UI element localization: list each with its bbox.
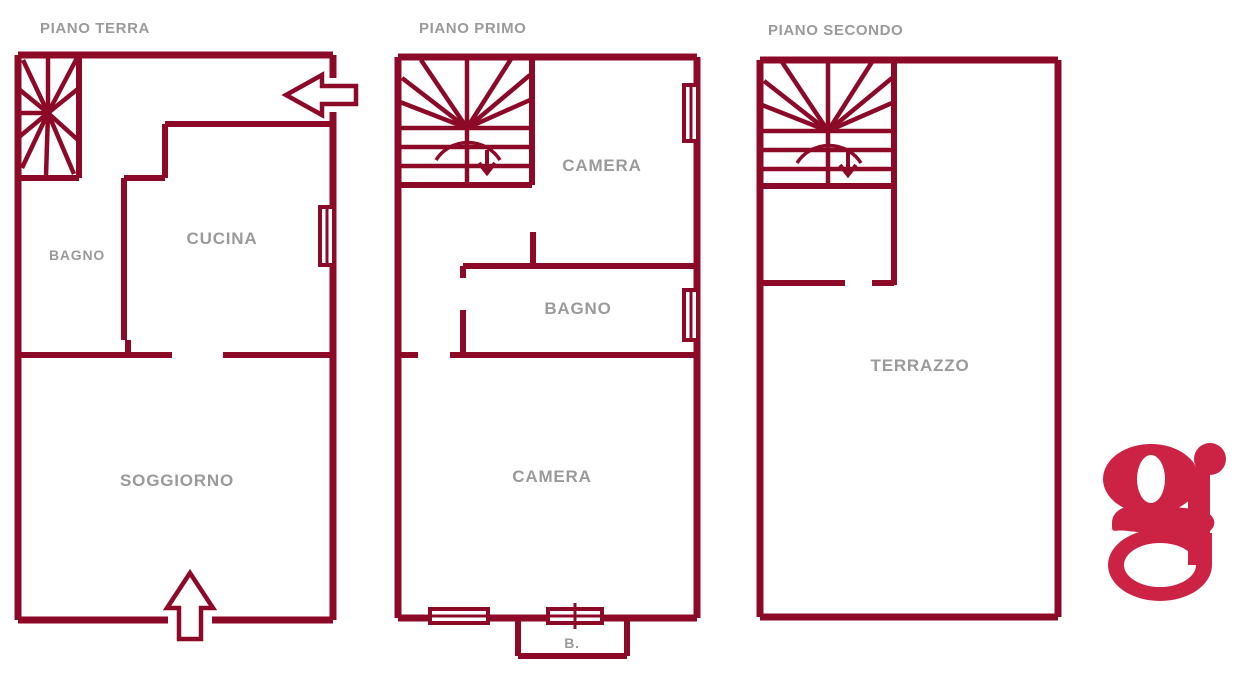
plan-piano-secondo [756, 56, 1062, 621]
floor-title-piano-secondo: PIANO SECONDO [768, 22, 904, 39]
staircase-secondo [760, 60, 897, 285]
window-primo-bagno [682, 288, 700, 342]
entrance-arrow-up-terra [162, 568, 218, 642]
balcony-primo [515, 618, 630, 659]
room-label-primo-balcone: B. [564, 635, 580, 651]
room-label-primo-bagno: BAGNO [544, 299, 612, 318]
interior-walls-primo [398, 232, 697, 358]
access-arrow-left-terra [281, 71, 359, 119]
floor-title-piano-terra: PIANO TERRA [40, 20, 150, 37]
window-primo-bottom-left [428, 607, 490, 625]
staircase-primo [398, 57, 535, 188]
floor-title-piano-primo: PIANO PRIMO [419, 20, 527, 37]
brand-logo-g-icon [1103, 443, 1226, 601]
room-label-primo-camera-bottom: CAMERA [512, 467, 592, 486]
room-label-terra-cucina: CUCINA [186, 229, 258, 248]
interior-walls-terra [18, 121, 333, 358]
window-primo-balcony-door [546, 603, 604, 629]
exterior-walls-terra [14, 51, 337, 624]
room-label-secondo-terrazzo: TERRAZZO [870, 356, 970, 375]
plan-piano-primo [394, 53, 701, 659]
room-label-primo-camera-top: CAMERA [562, 156, 642, 175]
spiral-staircase-terra [17, 55, 82, 181]
room-label-terra-bagno: BAGNO [48, 247, 106, 263]
exterior-walls-primo [394, 53, 701, 622]
plan-piano-terra [14, 51, 359, 642]
exterior-walls-secondo [756, 56, 1062, 621]
window-terra-right [318, 205, 336, 267]
room-label-terra-soggiorno: SOGGIORNO [120, 471, 234, 490]
window-primo-camera-top [682, 83, 700, 143]
